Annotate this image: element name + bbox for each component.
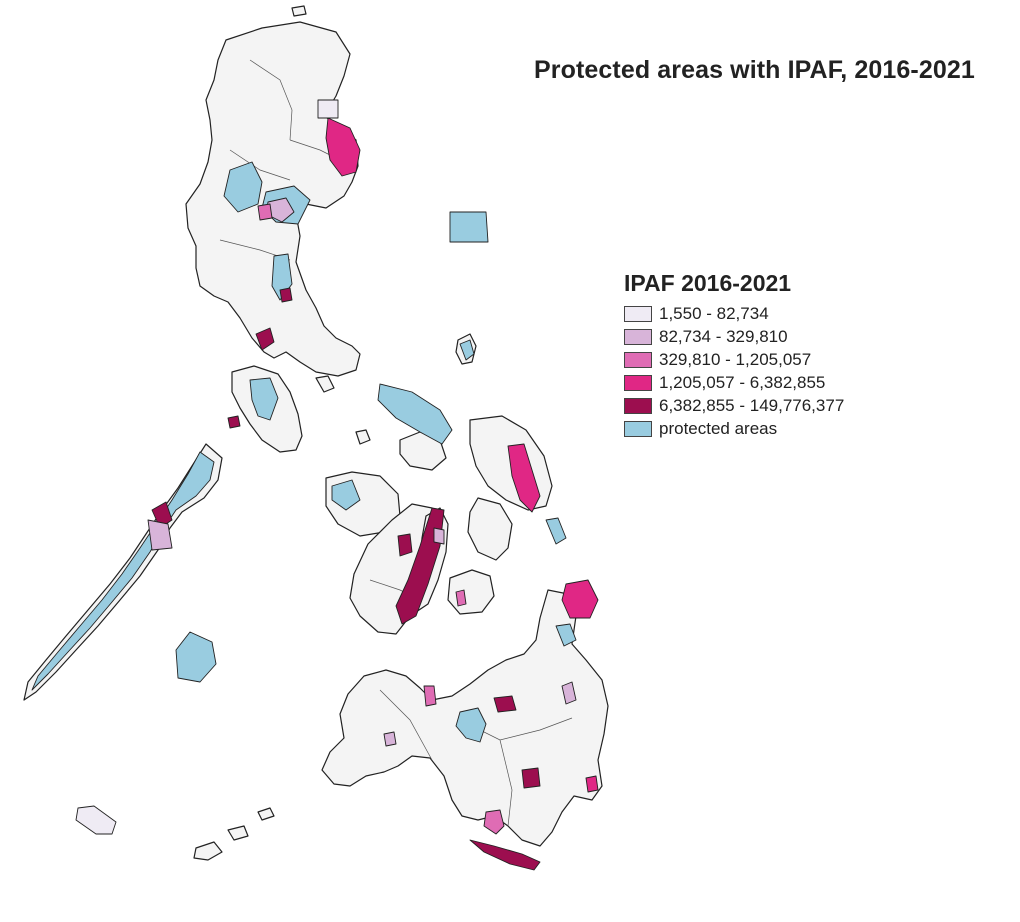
ipaf-area-siargao: [561, 579, 599, 619]
land-layer: [23, 5, 609, 861]
legend-item-class-4: 1,205,057 - 6,382,855: [624, 371, 844, 394]
ipaf-area-tubbataha: [75, 805, 117, 835]
legend-swatch: [624, 420, 652, 437]
ipaf-area-mindanao-central: [493, 695, 517, 713]
legend-swatch: [624, 374, 652, 391]
sulu-islet-2: [227, 825, 249, 841]
legend-label: 329,810 - 1,205,057: [659, 349, 812, 369]
ipaf-area-cebu-small: [433, 527, 445, 545]
legend-swatch: [624, 397, 652, 414]
legend-item-class-1: 1,550 - 82,734: [624, 302, 844, 325]
legend-item-class-5: 6,382,855 - 149,776,377: [624, 394, 844, 417]
protected-area-catanduanes: [459, 339, 475, 361]
ipaf-area-palawan-north-2: [147, 519, 173, 551]
bohol-island: [447, 569, 495, 615]
protected-area-offshore-north: [449, 211, 489, 243]
small-island-north: [291, 5, 307, 17]
ipaf-area-mt-apo: [521, 767, 541, 789]
ipaf-area-mindanao-north: [423, 685, 437, 707]
small-island-romblon: [315, 375, 335, 393]
ipaf-area-central-luzon-small: [279, 287, 293, 303]
ipaf-area-sarangani: [469, 839, 541, 871]
legend-swatch: [624, 305, 652, 322]
ipaf-area-north-luzon-small: [317, 99, 339, 119]
protected-area-north-luzon-1: [223, 161, 263, 213]
map-title: Protected areas with IPAF, 2016-2021: [534, 56, 975, 84]
ipaf-area-south-mindanao: [483, 809, 505, 835]
legend-item-class-2: 82,734 - 329,810: [624, 325, 844, 348]
legend-swatch: [624, 328, 652, 345]
sulu-islet-3: [257, 807, 275, 821]
legend-label: 1,550 - 82,734: [659, 303, 769, 323]
leyte-island: [467, 497, 513, 561]
legend-label: 1,205,057 - 6,382,855: [659, 372, 826, 392]
legend-label: 82,734 - 329,810: [659, 326, 788, 346]
ipaf-area-davao-oriental: [585, 775, 599, 793]
protected-areas-layer: [31, 99, 599, 871]
legend-label: protected areas: [659, 418, 778, 438]
ipaf-area-negros-range: [395, 507, 445, 625]
legend-item-class-3: 329,810 - 1,205,057: [624, 348, 844, 371]
ipaf-area-bohol: [455, 589, 467, 607]
legend-item-protected-areas: protected areas: [624, 417, 844, 440]
protected-area-panay: [331, 479, 361, 511]
ipaf-area-mindanao-west: [383, 731, 397, 747]
protected-area-mindanao-central: [455, 707, 487, 743]
protected-area-offshore-west: [175, 631, 217, 683]
ipaf-area-sierra-madre: [325, 117, 361, 177]
ipaf-area-mindanao-east: [561, 681, 577, 705]
protected-area-mindoro: [249, 377, 279, 421]
legend-label: 6,382,855 - 149,776,377: [659, 395, 845, 415]
protected-area-samar-east: [545, 517, 567, 545]
admin-borders: [219, 59, 573, 827]
sulu-islet-1: [193, 841, 223, 861]
small-island-marinduque: [355, 429, 371, 445]
protected-area-sibuyan-sea: [377, 383, 453, 445]
protected-area-mindanao-east: [555, 623, 577, 647]
legend-swatch: [624, 351, 652, 368]
map-legend: IPAF 2016-2021 1,550 - 82,734 82,734 - 3…: [624, 270, 844, 440]
legend-title: IPAF 2016-2021: [624, 270, 792, 296]
ipaf-area-negros-small: [397, 533, 413, 557]
ipaf-area-samar: [507, 443, 541, 513]
ipaf-area-cordillera-2: [257, 203, 273, 221]
ipaf-area-mindoro-small: [227, 415, 241, 429]
ipaf-area-mt-banahaw: [255, 327, 275, 351]
